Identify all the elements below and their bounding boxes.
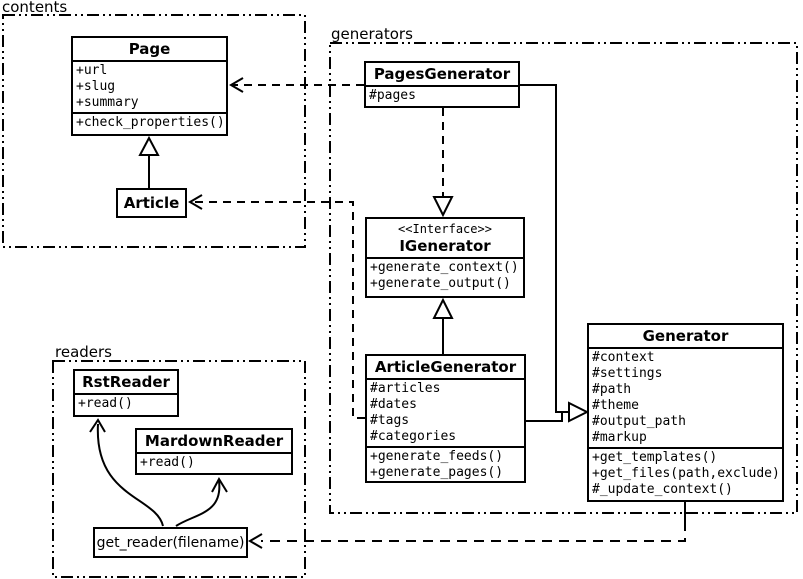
class-generator-methods: +get_templates() +get_files(path,exclude…: [589, 447, 782, 499]
attribute-row: #markup: [592, 430, 647, 445]
attribute-row: +slug: [76, 79, 116, 94]
class-pagesgenerator-title: PagesGenerator: [373, 65, 511, 83]
attribute-row: #path: [592, 382, 632, 397]
dependency-line-generator-to-getreader: [261, 521, 686, 542]
arrow-line-getreader-to-mardownreader: [175, 480, 221, 527]
attribute-row: #context: [592, 350, 655, 365]
attribute-row: #dates: [370, 397, 417, 412]
class-pagesgenerator: PagesGenerator #pages: [364, 61, 520, 108]
method-row: +get_templates(): [592, 450, 718, 465]
class-articlegenerator-methods: +generate_feeds() +generate_pages(): [367, 446, 524, 481]
method-row: +generate_feeds(): [370, 449, 504, 464]
method-row: +generate_pages(): [370, 465, 504, 480]
class-igenerator-methods: +generate_context() +generate_output(): [367, 257, 523, 293]
class-igenerator: <<Interface>> IGenerator +generate_conte…: [365, 217, 525, 298]
inheritance-triangle-article-to-page: [138, 135, 160, 156]
method-row: +generate_output(): [370, 276, 511, 291]
class-article: Article: [116, 188, 187, 218]
arrowhead-rstreader: [89, 418, 106, 433]
get-reader-label: get_reader(filename): [96, 534, 245, 551]
attribute-row: +summary: [76, 95, 139, 110]
readers-package-border: [52, 360, 306, 578]
arrowhead-mardownreader: [211, 476, 228, 493]
generators-package-border: [329, 42, 798, 514]
method-row: +read(): [140, 455, 195, 470]
dependency-arrowhead-article: [188, 194, 203, 210]
arrow-line-getreader-to-rstreader: [96, 423, 164, 527]
contents-package-label: contents: [2, 0, 68, 16]
dependency-arrowhead-getreader: [248, 533, 263, 549]
class-articlegenerator: ArticleGenerator #articles #dates #tags …: [365, 354, 526, 483]
inheritance-line-articlegenerator-to-generator: [526, 412, 563, 422]
class-page-title: Page: [128, 40, 171, 58]
class-page-methods: +check_properties(): [73, 112, 226, 132]
attribute-row: #articles: [370, 381, 441, 396]
realization-triangle-igenerator-top: [432, 196, 454, 218]
attribute-row: #categories: [370, 429, 457, 444]
class-generator-title: Generator: [642, 327, 729, 345]
class-igenerator-title: IGenerator: [399, 237, 491, 255]
class-article-title: Article: [123, 194, 180, 212]
class-generator-attributes: #context #settings #path #theme #output_…: [589, 347, 782, 447]
contents-package-border: [2, 14, 306, 248]
inheritance-line-pagesgenerator-to-generator: [520, 84, 568, 413]
method-row: +read(): [78, 396, 133, 411]
attribute-row: #output_path: [592, 414, 686, 429]
attribute-row: #pages: [369, 88, 416, 103]
attribute-row: #tags: [370, 413, 410, 428]
attribute-row: +url: [76, 63, 108, 78]
class-mardownreader: MardownReader +read(): [135, 428, 293, 475]
class-articlegenerator-title: ArticleGenerator: [374, 358, 517, 376]
method-row: #_update_context(): [592, 482, 733, 497]
class-mardownreader-methods: +read(): [137, 452, 291, 472]
method-row: +generate_context(): [370, 260, 519, 275]
generators-package-label: generators: [331, 25, 413, 43]
readers-package-label: readers: [55, 343, 112, 361]
class-igenerator-stereotype: <<Interface>>: [398, 222, 492, 236]
class-page-attributes: +url +slug +summary: [73, 60, 226, 112]
class-mardownreader-title: MardownReader: [144, 432, 284, 450]
class-articlegenerator-attributes: #articles #dates #tags #categories: [367, 378, 524, 446]
attribute-row: #settings: [592, 366, 663, 381]
method-row: +get_files(path,exclude): [592, 466, 780, 481]
dependency-arrowhead-page: [229, 77, 244, 93]
method-row: +check_properties(): [76, 115, 225, 130]
class-rstreader: RstReader +read(): [73, 369, 179, 417]
attribute-row: #theme: [592, 398, 639, 413]
class-generator: Generator #context #settings #path #them…: [587, 323, 784, 502]
class-rstreader-title: RstReader: [82, 373, 170, 391]
class-pagesgenerator-attributes: #pages: [366, 85, 518, 105]
class-rstreader-methods: +read(): [75, 393, 177, 413]
inheritance-triangle-igenerator-bottom: [432, 297, 454, 319]
dependency-line-articlegenerator-to-article: [192, 201, 365, 419]
function-box-get-reader: get_reader(filename): [93, 527, 248, 558]
class-page: Page +url +slug +summary +check_properti…: [71, 36, 228, 136]
inheritance-triangle-generator-left: [568, 401, 590, 423]
